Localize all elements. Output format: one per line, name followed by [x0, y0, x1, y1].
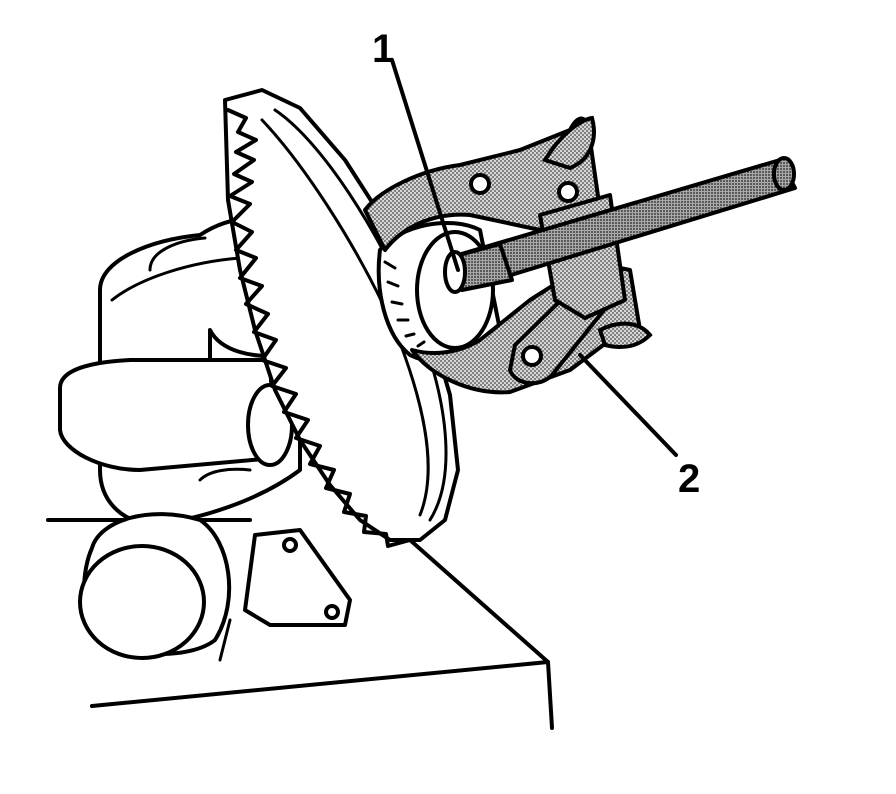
callout-2: 2: [678, 457, 700, 501]
ring-gear: [223, 88, 460, 548]
leader-line-1: [390, 58, 460, 272]
differential-case: [58, 215, 352, 662]
leader-lines: [390, 58, 678, 457]
leader-line-2: [578, 353, 678, 457]
callout-1: 1: [372, 27, 394, 71]
